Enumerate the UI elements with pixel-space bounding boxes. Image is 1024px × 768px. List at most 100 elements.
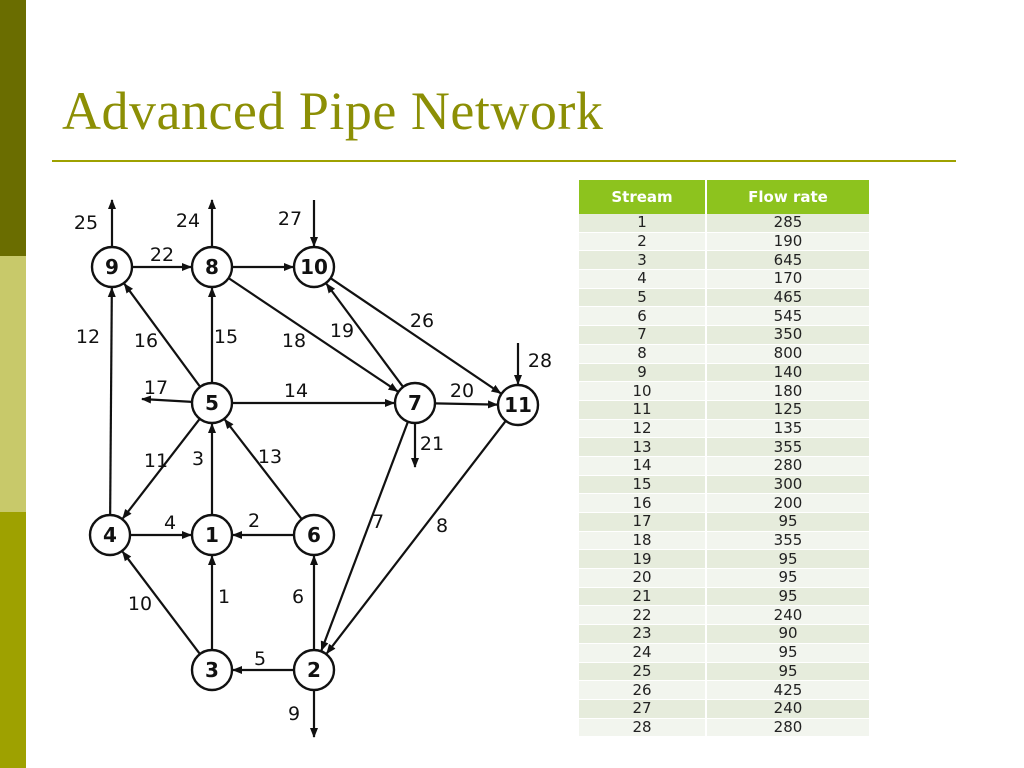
stream-label: 9	[288, 703, 300, 725]
flow-rate-cell: 170	[706, 269, 871, 289]
network-node	[292, 648, 336, 692]
pipe-stream-line	[121, 418, 201, 520]
stream-cell: 12	[579, 419, 707, 439]
pipe-stream-line	[228, 277, 399, 393]
flow-rate-cell: 240	[706, 605, 871, 626]
node-label: 1	[205, 523, 219, 547]
stream-cell: 14	[579, 456, 707, 476]
stream-label: 18	[282, 330, 306, 352]
flow-rate-cell: 140	[706, 363, 871, 383]
stream-cell: 8	[579, 344, 707, 364]
flow-rate-cell: 350	[706, 325, 871, 345]
node-label: 6	[307, 523, 321, 547]
node-label: 11	[504, 393, 532, 417]
node-label: 10	[300, 255, 328, 279]
stream-cell: 19	[579, 549, 707, 570]
stream-cell: 28	[579, 718, 707, 738]
network-node	[393, 381, 437, 425]
stream-cell: 22	[579, 605, 707, 626]
node-label: 3	[205, 658, 219, 682]
flow-rate-cell: 90	[706, 624, 871, 644]
side-accent-bar	[0, 0, 26, 768]
flow-rate-cell: 285	[706, 214, 871, 233]
pipe-stream-line	[320, 421, 409, 652]
stream-label: 7	[372, 511, 384, 533]
stream-cell: 6	[579, 306, 707, 327]
stream-cell: 21	[579, 587, 707, 607]
pipe-stream-line	[434, 400, 499, 409]
flow-rate-cell: 425	[706, 680, 871, 700]
flow-rate-cell: 465	[706, 288, 871, 308]
flow-rate-cell: 180	[706, 381, 871, 401]
stream-label: 21	[420, 433, 444, 455]
pipe-stream-line	[123, 283, 202, 388]
stream-cell: 16	[579, 493, 707, 513]
network-node	[292, 513, 336, 557]
flow-rate-cell: 280	[706, 456, 871, 476]
stream-label: 27	[278, 208, 302, 230]
node-label: 9	[105, 255, 119, 279]
node-label: 4	[103, 523, 117, 547]
flow-rate-cell: 645	[706, 250, 871, 271]
stream-label: 5	[254, 648, 266, 670]
stream-cell: 15	[579, 475, 707, 495]
stream-label: 22	[150, 244, 174, 266]
stream-label: 2	[248, 510, 260, 532]
flow-rate-cell: 95	[706, 587, 871, 607]
stream-label: 6	[292, 586, 304, 608]
stream-label: 28	[528, 350, 552, 372]
stream-cell: 18	[579, 531, 707, 551]
network-node	[190, 648, 234, 692]
flow-rate-cell: 95	[706, 512, 871, 532]
stream-cell: 25	[579, 662, 707, 682]
stream-label: 26	[410, 310, 434, 332]
stream-cell: 13	[579, 437, 707, 457]
stream-cell: 17	[579, 512, 707, 532]
flow-rate-cell: 95	[706, 568, 871, 588]
stream-cell: 1	[579, 214, 707, 233]
network-node	[90, 245, 134, 289]
pipe-stream-line	[107, 286, 116, 516]
stream-cell: 5	[579, 288, 707, 308]
stream-label: 17	[144, 377, 168, 399]
stream-label: 3	[192, 448, 204, 470]
flow-rate-cell: 240	[706, 699, 871, 719]
stream-label: 14	[284, 380, 308, 402]
stream-cell: 2	[579, 232, 707, 252]
stream-cell: 3	[579, 250, 707, 271]
stream-label: 10	[128, 593, 152, 615]
pipe-stream-line	[141, 395, 193, 404]
stream-cell: 20	[579, 568, 707, 588]
flow-rate-cell: 300	[706, 475, 871, 495]
stream-label: 25	[74, 212, 98, 234]
node-label: 7	[408, 391, 422, 415]
stream-cell: 4	[579, 269, 707, 289]
network-node	[190, 245, 234, 289]
flow-rate-cell: 545	[706, 306, 871, 327]
flow-rate-cell: 125	[706, 400, 871, 420]
network-node	[190, 381, 234, 425]
title-underline	[52, 160, 956, 162]
stream-label: 15	[214, 326, 238, 348]
